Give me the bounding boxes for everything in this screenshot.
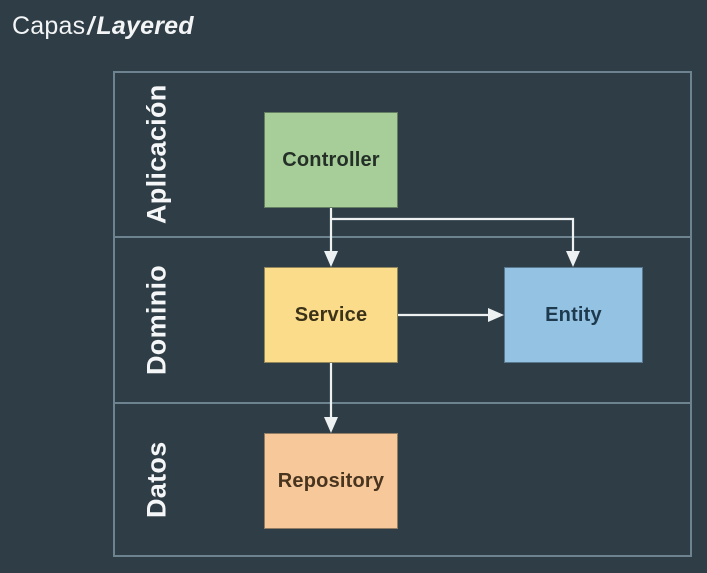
title-separator: /: [87, 12, 95, 40]
layered-architecture-diagram: Aplicación Dominio Datos Controller Serv…: [113, 71, 692, 557]
edge-service-entity-arrowhead: [488, 308, 504, 322]
node-entity[interactable]: Entity: [504, 267, 643, 363]
title-spanish: Capas: [12, 12, 86, 40]
page-title: Capas/Layered: [12, 12, 194, 41]
node-service[interactable]: Service: [264, 267, 398, 363]
layer-dominio: Dominio: [115, 238, 690, 404]
node-controller[interactable]: Controller: [264, 112, 398, 208]
edge-controller-service-arrowhead: [324, 251, 338, 267]
edge-controller-entity: [331, 217, 575, 255]
edge-controller-entity-arrowhead: [566, 251, 580, 267]
title-english: Layered: [96, 12, 194, 40]
layer-aplicacion: Aplicación: [115, 73, 690, 238]
connector-edges: [324, 208, 580, 433]
edge-service-repository-arrowhead: [324, 417, 338, 433]
node-repository[interactable]: Repository: [264, 433, 398, 529]
